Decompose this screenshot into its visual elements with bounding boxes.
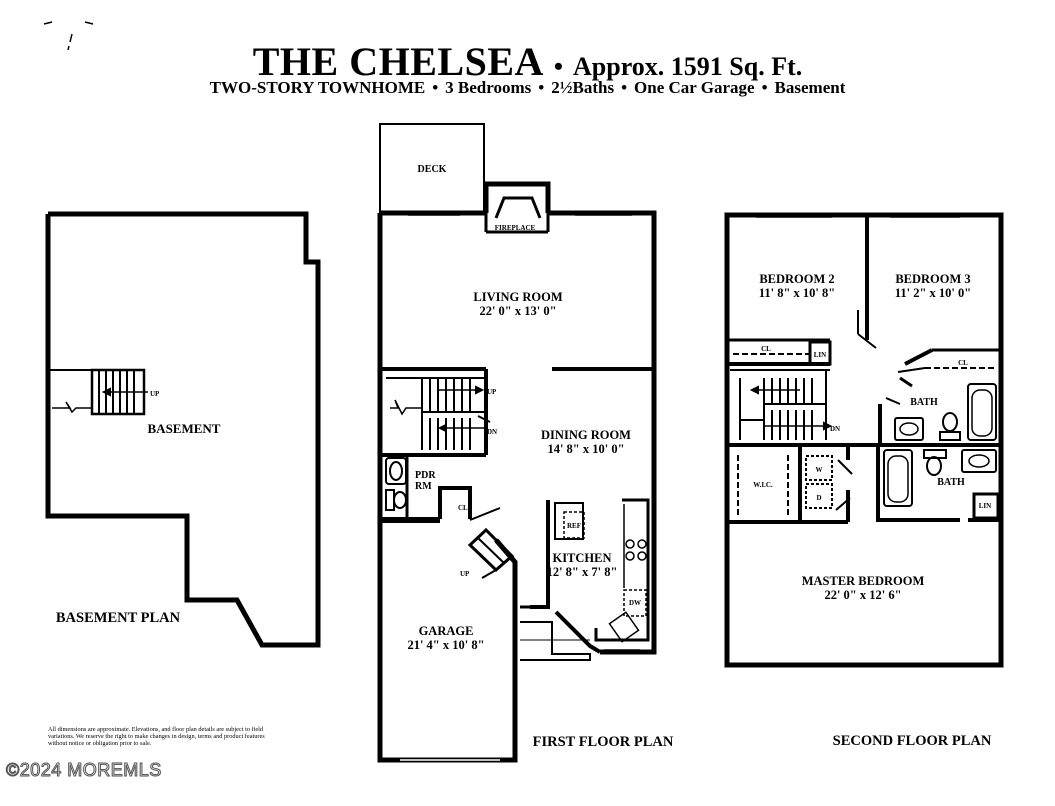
washer-label: W (816, 466, 823, 474)
dryer-label: D (816, 494, 821, 502)
plan-title: THE CHELSEA • Approx. 1591 Sq. Ft. (0, 38, 1055, 85)
kitchen-name: KITCHEN (552, 551, 611, 565)
hall-bath-label: BATH (910, 397, 938, 408)
first-stair-dn: DN (487, 428, 497, 436)
garage-dim: 21' 4" x 10' 8" (407, 638, 484, 652)
first-floor-plan-label: FIRST FLOOR PLAN (533, 734, 674, 750)
powder-room-fixtures (385, 457, 407, 511)
dining-room-name: DINING ROOM (541, 428, 631, 442)
feature-bedrooms: 3 Bedrooms (445, 78, 532, 97)
garage-name: GARAGE (419, 624, 474, 638)
dining-room-dim: 14' 8" x 10' 0" (547, 442, 624, 456)
disclaimer-text: All dimensions are approximate. Elevatio… (48, 726, 265, 747)
rm-label: RM (415, 481, 432, 492)
garage-stair-up: UP (460, 570, 470, 578)
kitchen-dim: 12' 8" x 7' 8" (547, 565, 618, 579)
first-floor-stair (386, 377, 491, 450)
feature-baths: 2½Baths (551, 78, 615, 97)
basement-room-label: BASEMENT (148, 421, 221, 436)
first-stair-up: UP (487, 388, 497, 396)
second-floor-stair (730, 369, 833, 440)
basement-stair-up: UP (150, 390, 160, 398)
kitchen-fixtures (520, 498, 650, 661)
scan-marks (43, 21, 94, 51)
fireplace-label: FIREPLACE (495, 224, 536, 232)
second-stair-dn: DN (830, 425, 840, 433)
model-name: THE CHELSEA (252, 39, 544, 84)
basement-walls (45, 211, 321, 648)
title-bullet: • (553, 52, 564, 81)
wic-label: W.I.C. (753, 481, 773, 489)
copyright-watermark: ©2024 MOREMLS (6, 760, 162, 781)
master-bedroom-name: MASTER BEDROOM (802, 574, 925, 588)
first-floor-plan (377, 123, 960, 763)
feature-basement: Basement (774, 78, 846, 97)
second-floor-walls (724, 212, 1004, 668)
bedroom2-dim: 11' 8" x 10' 8" (759, 286, 835, 300)
pdr-label: PDR (415, 470, 436, 481)
basement-stair (50, 368, 148, 416)
plan-labels: BASEMENT UP BASEMENT PLAN DECK FIREPLACE… (56, 164, 992, 750)
bedroom2-name: BEDROOM 2 (759, 272, 834, 286)
second-floor-plan (724, 212, 1004, 668)
feature-type: TWO-STORY TOWNHOME (209, 78, 426, 97)
garage-entry (467, 507, 515, 579)
feature-line: TWO-STORY TOWNHOME•3 Bedrooms•2½Baths•On… (209, 78, 846, 97)
second-floor-plan-label: SECOND FLOOR PLAN (833, 733, 992, 749)
dishwasher-label: DW (629, 599, 641, 607)
bedroom3-dim: 11' 2" x 10' 0" (895, 286, 971, 300)
bedroom3-name: BEDROOM 3 (895, 272, 970, 286)
basement-plan-label: BASEMENT PLAN (56, 610, 181, 626)
ref-label: REF (567, 522, 581, 530)
living-room-dim: 22' 0" x 13' 0" (479, 304, 556, 318)
master-bath-label: BATH (937, 477, 965, 488)
second-linen-2: LIN (979, 502, 991, 510)
square-footage: Approx. 1591 Sq. Ft. (573, 52, 803, 81)
first-closet-label: CL (458, 504, 468, 512)
second-closet-1: CL (761, 345, 771, 353)
basement-plan (45, 211, 321, 648)
second-linen-1: LIN (814, 351, 826, 359)
feature-garage: One Car Garage (634, 78, 755, 97)
fireplace (483, 181, 551, 234)
living-room-name: LIVING ROOM (473, 290, 562, 304)
deck-label: DECK (418, 164, 447, 175)
second-closet-2: CL (958, 359, 968, 367)
master-bedroom-dim: 22' 0" x 12' 6" (824, 588, 901, 602)
